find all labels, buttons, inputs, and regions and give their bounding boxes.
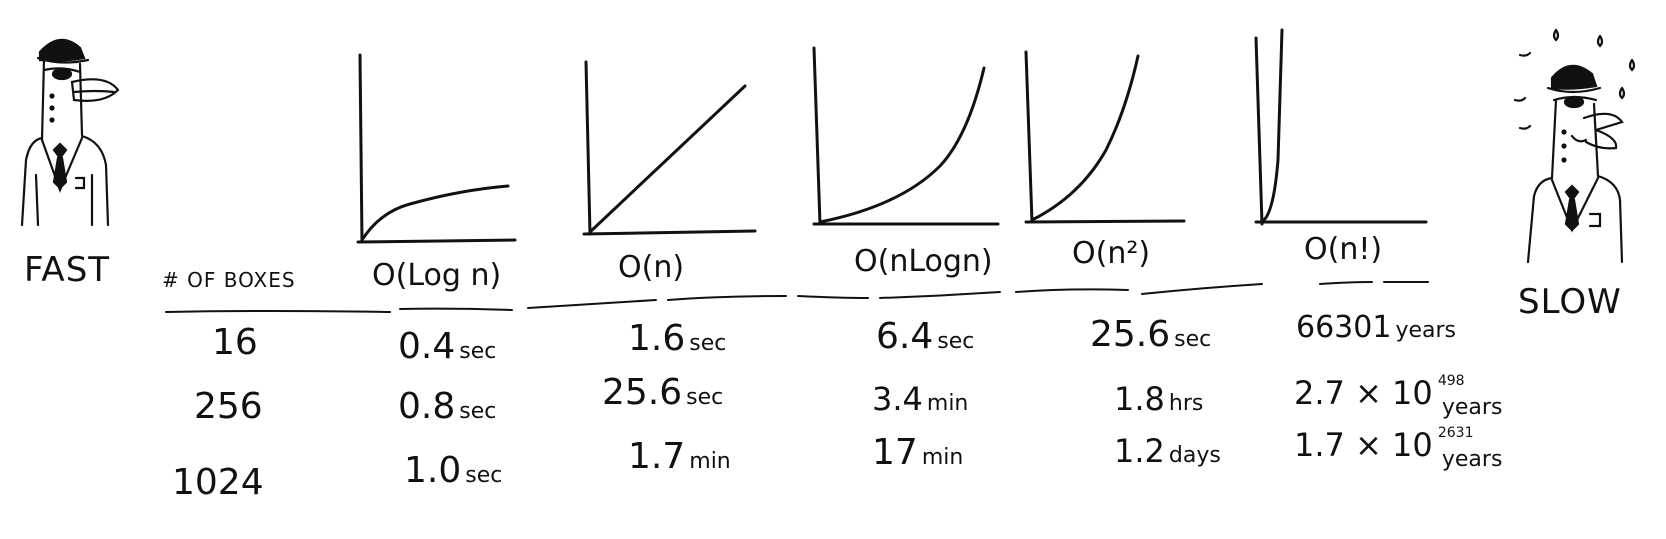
column-label-log-n: O(Log n) [372,258,502,293]
graph-n-squared-curve [1030,54,1140,222]
cell-unit: min [926,391,969,416]
cell-unit: days [1168,443,1221,468]
graph-log-n-y-axis [358,53,364,244]
column-label-n-factorial: O(n!) [1304,232,1383,267]
graph-n-log-n-curve [818,66,986,224]
graph-n-curve [588,84,747,234]
cell-value: 25.6 [1090,314,1171,355]
cell-value: 66301 [1296,310,1392,345]
table-cell: 2.7 × 10 498 years [1294,373,1502,420]
graph-n-log-n [812,46,1000,226]
graph-n-y-axis [584,60,592,236]
cell-value: 6.4 [876,316,934,357]
row-2-boxes: 256 [194,386,263,427]
row-3-boxes: 1024 [172,462,264,503]
graph-n-factorial-y-axis [1254,36,1264,226]
cell-value: 0.4 [398,326,456,367]
column-label-n: O(n) [618,250,685,285]
cell-value: 17 [872,432,918,473]
slow-label: SLOW [1518,282,1622,322]
graph-n-squared-y-axis [1024,50,1034,224]
cell-unit: sec [465,463,503,488]
cell-unit: min [689,449,731,474]
graph-n [582,60,757,236]
cell-value: 1.7 × 10 [1294,426,1433,464]
cell-value: 1.2 [1114,432,1165,470]
cell-value: 2.7 × 10 [1294,374,1433,412]
cell-exponent: 498 [1437,373,1465,389]
graph-n-squared [1024,50,1186,224]
table-cell: 1.7 × 10 2631 years [1294,425,1502,472]
cell-unit: hrs [1168,391,1204,416]
cell-unit: years [1395,318,1456,343]
slow-character-illustration [1513,28,1636,264]
graph-n-factorial-curve [1262,28,1284,222]
graph-log-n [356,53,517,244]
cell-unit: sec [1174,327,1212,352]
graph-n-squared-x-axis [1024,219,1186,224]
fast-character-illustration [20,38,120,227]
row-1-boxes: 16 [212,322,258,363]
cell-unit: min [921,445,964,470]
graph-n-log-n-y-axis [812,46,822,226]
graph-n-x-axis [582,229,757,236]
graph-log-n-x-axis [356,238,517,244]
cell-unit: sec [459,399,497,424]
cell-unit: sec [937,329,975,354]
graph-log-n-curve [360,184,510,242]
column-label-n-log-n: O(nLogn) [854,244,993,279]
graph-n-factorial [1254,28,1428,226]
cell-value: 1.7 [628,436,686,477]
cell-unit: sec [686,385,724,410]
cell-value: 25.6 [602,372,683,413]
cell-unit: years [1441,447,1503,472]
cell-unit: sec [689,331,727,356]
cell-value: 1.8 [1114,380,1165,418]
cell-exponent: 2631 [1437,425,1474,441]
header-divider [165,280,1429,313]
boxes-column-header: # OF BOXES [162,268,296,292]
column-label-n-squared: O(n²) [1072,236,1151,271]
fast-label: FAST [24,250,111,290]
cell-value: 1.0 [404,450,462,491]
cell-unit: sec [459,339,497,364]
cell-value: 1.6 [628,318,686,359]
cell-value: 3.4 [872,380,923,418]
cell-value: 0.8 [398,386,456,427]
cell-unit: years [1441,395,1503,420]
